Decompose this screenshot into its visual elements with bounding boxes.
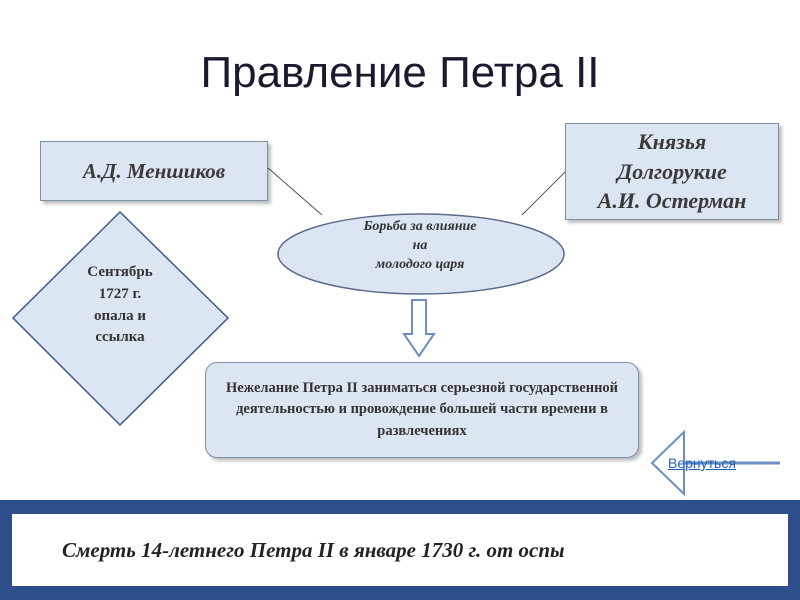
exile-diamond [11, 210, 230, 427]
back-link[interactable]: Вернуться [668, 455, 736, 471]
reason-box: Нежелание Петра II заниматься серьезной … [205, 362, 639, 458]
reason-text: Нежелание Петра II заниматься серьезной … [225, 380, 619, 439]
struggle-line-2: на [412, 237, 428, 253]
exile-line-4: ссылка [95, 329, 145, 346]
exile-line-3: опала и [93, 307, 147, 324]
struggle-text: Борьба за влияние на молодого царя [300, 218, 540, 275]
struggle-line-3: молодого царя [375, 256, 465, 272]
footer-box: Смерть 14-летнего Петра II в январе 1730… [12, 514, 788, 586]
connector-menshikov [267, 167, 323, 216]
princes-line-1: Князья [637, 128, 707, 154]
princes-line-2: Долгорукие [617, 158, 727, 184]
footer-frame: Смерть 14-летнего Петра II в январе 1730… [0, 500, 800, 600]
menshikov-box: А.Д. Меншиков [40, 141, 268, 201]
struggle-line-1: Борьба за влияние [363, 219, 477, 234]
footer-text: Смерть 14-летнего Петра II в январе 1730… [62, 537, 565, 562]
page-title: Правление Петра II [200, 48, 600, 97]
down-arrow-icon [402, 299, 436, 358]
princes-line-3: А.И. Остерман [597, 188, 747, 214]
connector-princes [521, 171, 566, 216]
menshikov-label: А.Д. Меншиков [82, 158, 226, 183]
exile-line-2: 1727 г. [98, 285, 142, 302]
struggle-ellipse [277, 213, 565, 295]
exile-line-1: Сентябрь [87, 264, 153, 280]
princes-box: Князья Долгорукие А.И. Остерман [565, 123, 779, 220]
exile-text: Сентябрь 1727 г. опала и ссылка [40, 262, 200, 349]
